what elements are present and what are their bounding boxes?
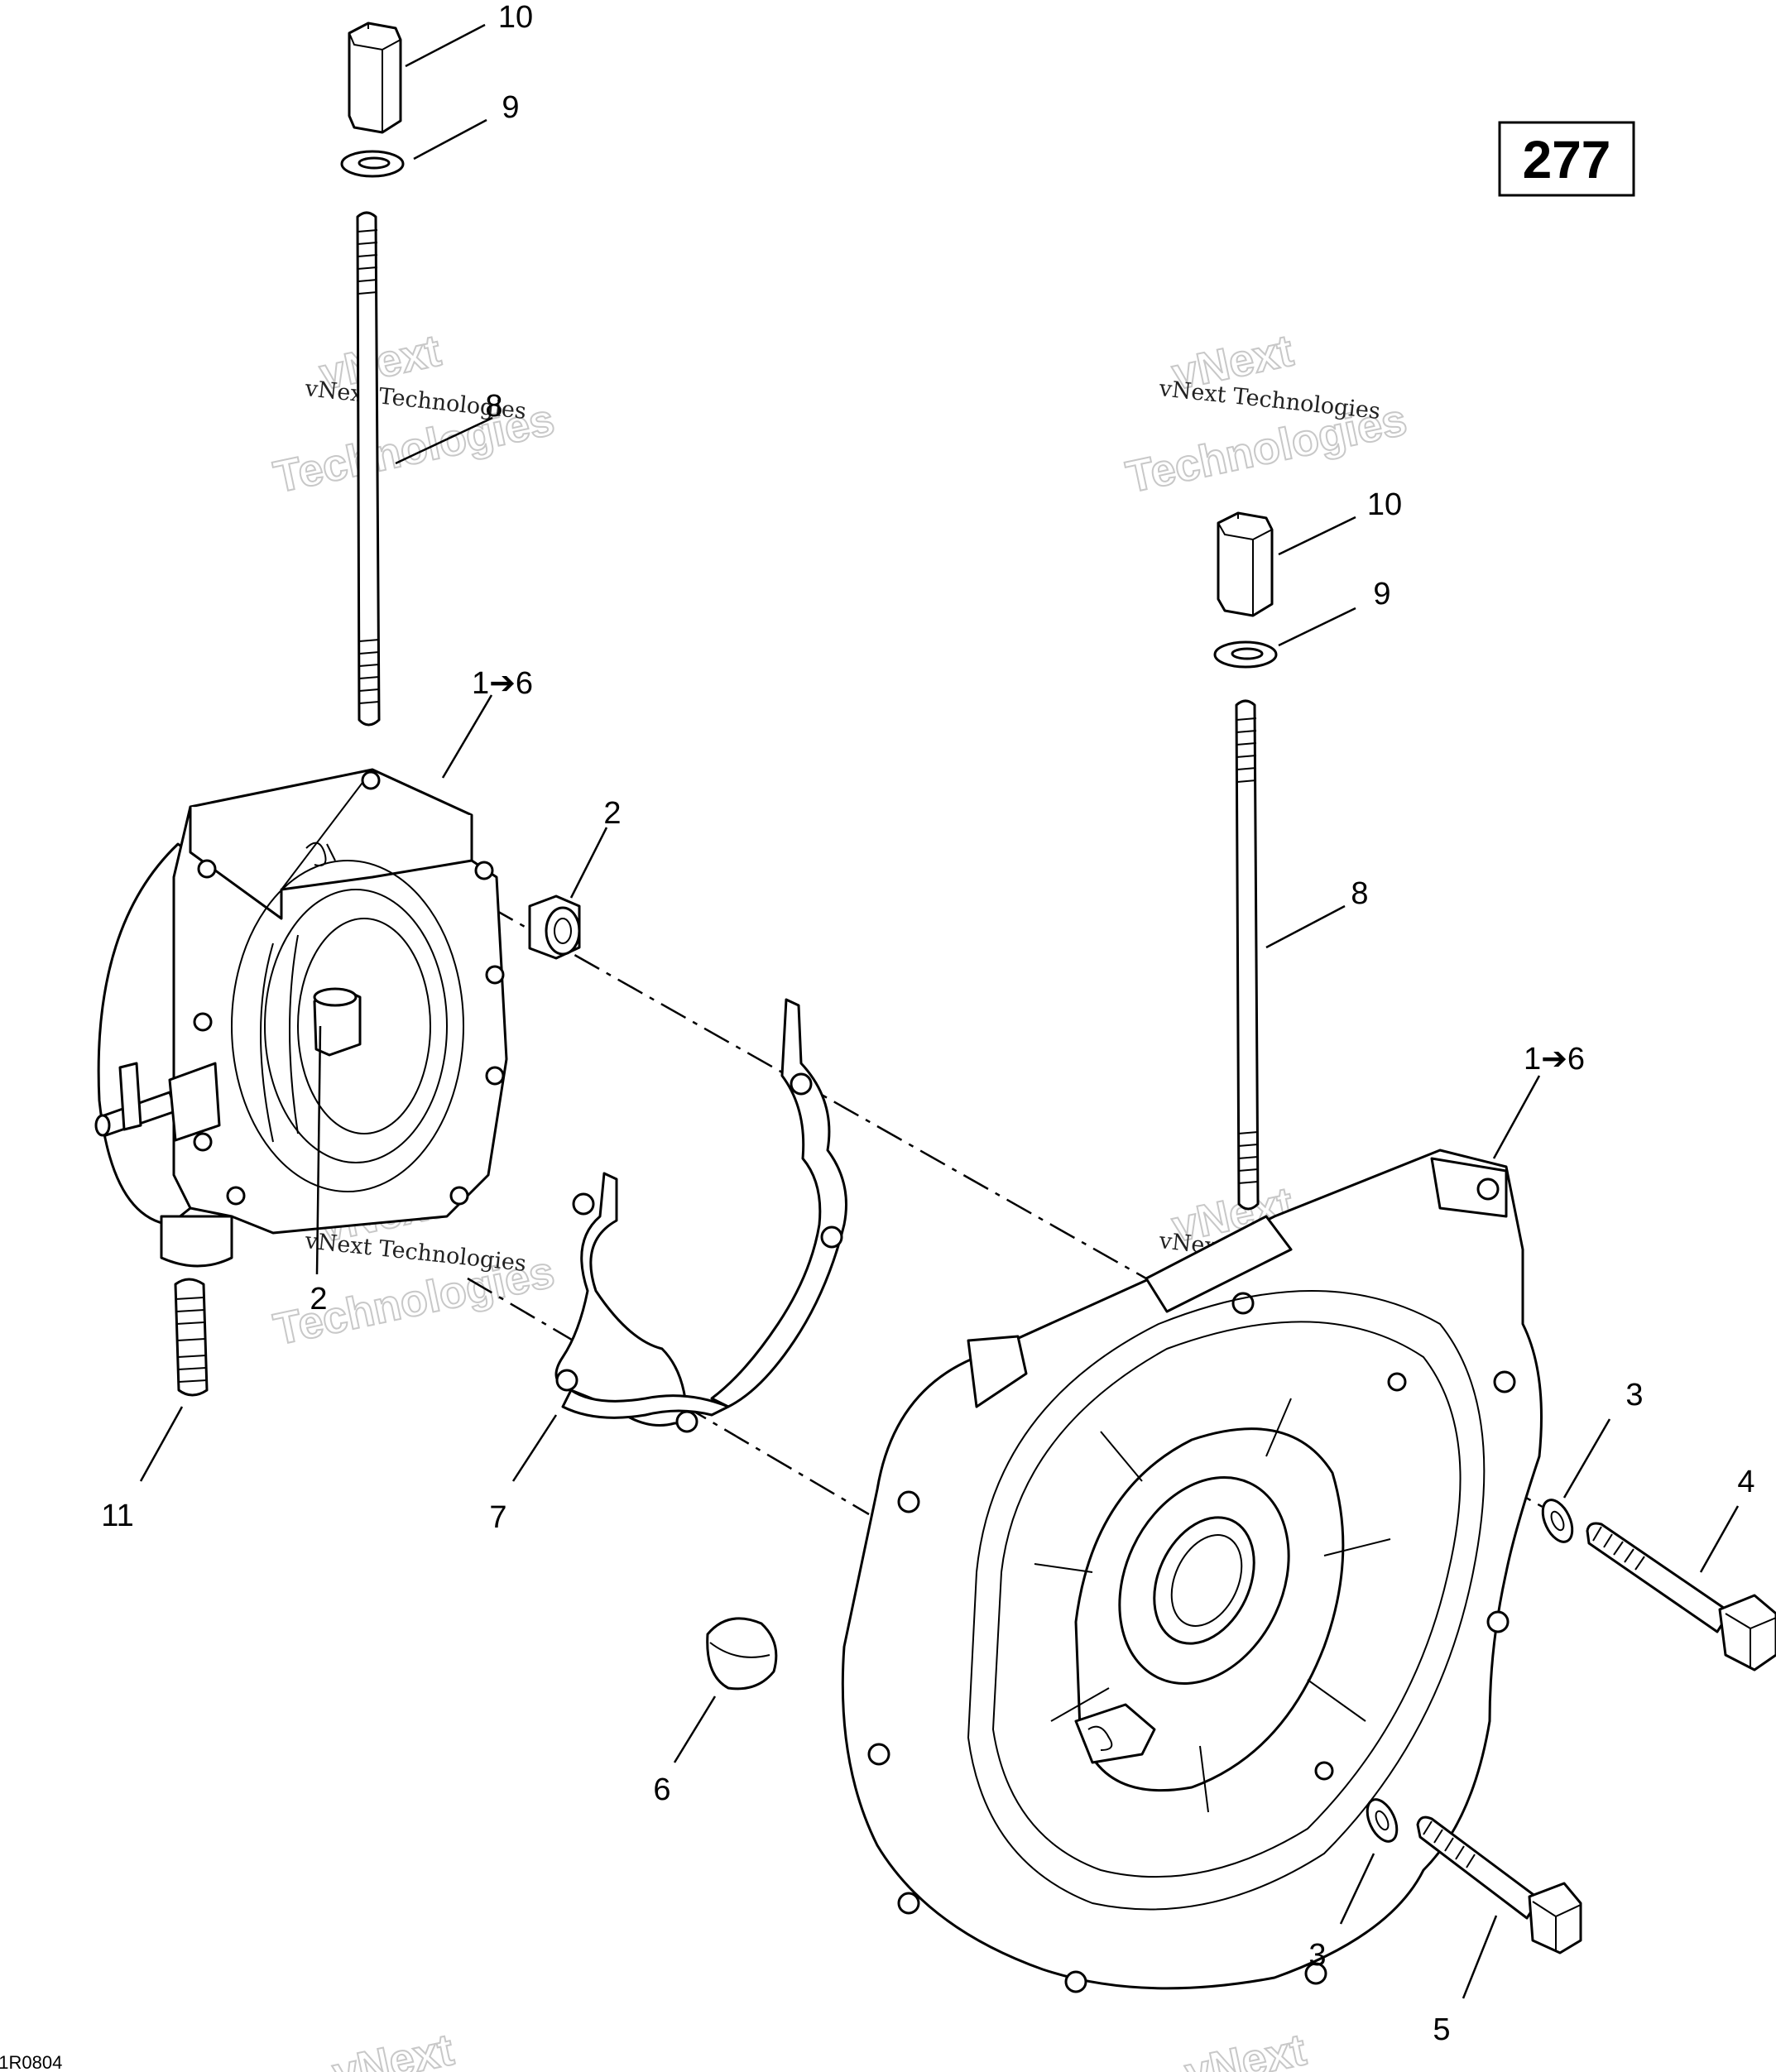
callout-3-lower: 3 [1308, 1938, 1326, 1973]
callout-10-top: 10 [498, 0, 533, 35]
washer-3-lower [1366, 1798, 1399, 1843]
callout-5: 5 [1433, 2012, 1450, 2047]
sleeve-2-upper [528, 895, 581, 960]
leader-lines [139, 23, 1740, 1999]
watermark-small-top-right: vNext Technologies [1157, 376, 1381, 424]
washer-3-upper [1541, 1499, 1574, 1543]
callout-9-top: 9 [502, 90, 519, 125]
callout-7: 7 [489, 1500, 506, 1535]
callout-9-right: 9 [1373, 577, 1390, 612]
bolt-5 [1416, 1815, 1582, 1954]
callout-8-right: 8 [1351, 876, 1368, 911]
callout-11: 11 [101, 1499, 133, 1533]
callout-2-upper: 2 [603, 796, 621, 831]
callout-1-6-right: 1➔6 [1524, 1042, 1585, 1077]
hex-nut-top-left [348, 22, 402, 134]
callout-10-right: 10 [1367, 487, 1402, 522]
watermark-big-line1: vNext [329, 2025, 458, 2072]
callout-1-6-left: 1➔6 [472, 666, 533, 701]
short-stud-11 [174, 1278, 209, 1397]
callout-2-lower: 2 [310, 1282, 327, 1317]
drawing-code: 01R0804 [0, 2052, 62, 2072]
gasket-7 [554, 998, 847, 1433]
long-stud-right [1235, 699, 1260, 1211]
page-number: 277 [1523, 130, 1611, 189]
plug-6 [706, 1617, 778, 1691]
bolt-4 [1586, 1522, 1776, 1672]
rotary-valve-housing-left [94, 768, 508, 1268]
watermark-small-mid-left: vNext Technologies [303, 1228, 527, 1277]
washer-top-left [340, 150, 405, 178]
callout-8-left: 8 [485, 389, 502, 424]
callout-6: 6 [653, 1772, 670, 1807]
callout-labels: 10 9 8 1➔6 2 2 11 7 10 9 8 1➔6 3 4 6 3 5 [101, 0, 1754, 2047]
callout-3-upper: 3 [1625, 1378, 1643, 1413]
washer-right [1213, 640, 1278, 669]
page-number-box: 277 [1498, 121, 1635, 197]
watermark-bottom-right: vNext [1180, 2024, 1311, 2072]
magneto-housing-right [841, 1149, 1543, 1993]
callout-4: 4 [1737, 1465, 1754, 1499]
watermark-bottom: vNext [328, 2024, 458, 2072]
long-stud-left [356, 211, 381, 727]
watermark-big-line1: vNext [1181, 2025, 1310, 2072]
hex-nut-right [1217, 511, 1274, 617]
